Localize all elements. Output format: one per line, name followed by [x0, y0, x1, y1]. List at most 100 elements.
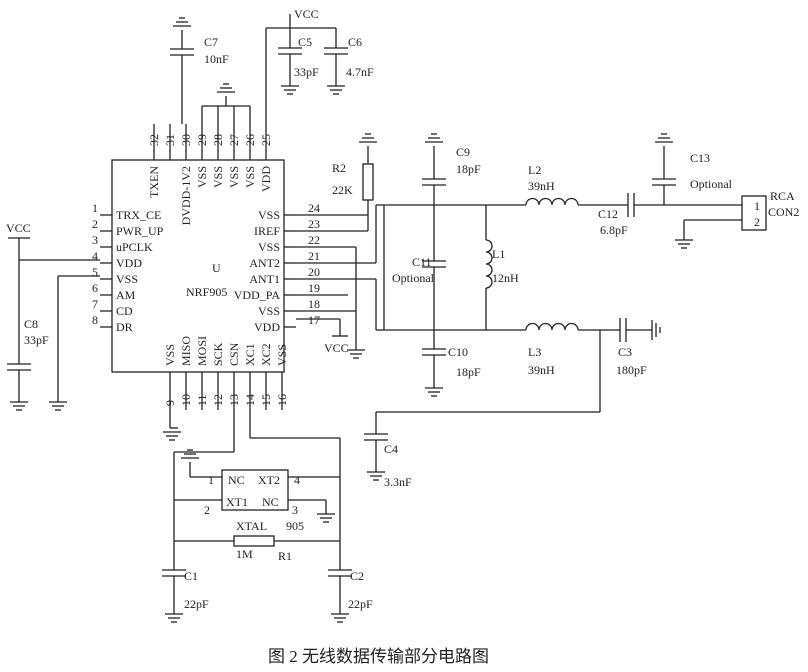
c9-value: 18pF	[456, 162, 481, 176]
c8-value: 33pF	[24, 333, 49, 347]
pin-name: VSS	[195, 166, 209, 188]
pin-number: 7	[92, 297, 98, 311]
pin-number: 30	[179, 134, 193, 146]
c12-value: 6.8pF	[600, 223, 628, 237]
pin-name: CD	[116, 304, 133, 318]
vcc-top-label: VCC	[294, 7, 319, 21]
pin-name: VDD	[259, 166, 273, 192]
pin-name: ANT1	[249, 272, 280, 286]
c11-value: Optional	[392, 271, 435, 285]
c4-ref: C4	[384, 442, 398, 456]
pin-number: 12	[211, 394, 225, 406]
pin-number: 20	[308, 265, 320, 279]
xtal-pin3: 3	[292, 503, 298, 517]
pin-name: IREF	[254, 224, 280, 238]
pin-number: 15	[259, 394, 273, 406]
pin-number: 29	[195, 134, 209, 146]
c5-value: 33pF	[294, 65, 319, 79]
pin-name: ANT2	[249, 256, 280, 270]
pin-number: 5	[92, 265, 98, 279]
ic-part-label: NRF905	[186, 285, 227, 299]
pin-name: VSS	[258, 240, 280, 254]
rca-pin2: 2	[754, 215, 760, 229]
c1-value: 22pF	[184, 597, 209, 611]
pin-number: 24	[308, 201, 320, 215]
c13-value: Optional	[690, 177, 733, 191]
l1-value: 12nH	[492, 271, 519, 285]
pin-number: 4	[92, 249, 98, 263]
ic-right-pins: 24VSS23IREF22VSS21ANT220ANT119VDD_PA18VS…	[234, 201, 320, 334]
pin-number: 25	[259, 134, 273, 146]
pin-number: 31	[163, 134, 177, 146]
c7-capacitor: C7 10nF	[169, 17, 229, 124]
c3-ref: C3	[618, 345, 632, 359]
pin-name: DVDD-1V2	[179, 166, 193, 225]
pin-name: VDD	[254, 320, 280, 334]
pin-name: VSS	[116, 272, 138, 286]
pin-name: AM	[116, 288, 136, 302]
c2-value: 22pF	[348, 597, 373, 611]
figure-caption: 图 2 无线数据传输部分电路图	[268, 647, 489, 666]
vcc-left-label: VCC	[6, 221, 31, 235]
pin-name: VSS	[275, 344, 289, 366]
pin-number: 32	[147, 134, 161, 146]
pin-number: 8	[92, 313, 98, 327]
pin-number: 22	[308, 233, 320, 247]
xtal-nc1: NC	[228, 473, 245, 487]
l3-ref: L3	[528, 345, 541, 359]
pin-number: 19	[308, 281, 320, 295]
rca-name: RCA	[770, 189, 795, 203]
pin-name: MISO	[179, 336, 193, 366]
ic-bottom-pins: 9VSS10MISO11MOSI12SCK13CSN14XC115XC216VS…	[163, 336, 289, 410]
pin-number: 11	[195, 394, 209, 406]
c10-ref: C10	[448, 345, 468, 359]
pin-number: 14	[243, 394, 257, 406]
pin-number: 16	[275, 394, 289, 406]
pin-number: 9	[163, 400, 177, 406]
pin-number: 3	[92, 233, 98, 247]
xtal-nc2: NC	[262, 495, 279, 509]
rf-matching-network: C9 18pF C11 Optional C10 18pF L1 12nH L2…	[363, 133, 742, 489]
c6-value: 4.7nF	[346, 65, 374, 79]
right-pin-nets: R2 22K VCC	[296, 133, 384, 359]
xtal-pin2: 2	[204, 503, 210, 517]
rca-part: CON2	[768, 205, 799, 219]
c9-ref: C9	[456, 145, 470, 159]
pin-number: 13	[227, 394, 241, 406]
pin-number: 10	[179, 394, 193, 406]
pin-number: 23	[308, 217, 320, 231]
pin-name: uPCLK	[116, 240, 153, 254]
pin-number: 17	[308, 313, 320, 327]
pin-name: XC2	[259, 343, 273, 366]
ic-ref-label: U	[212, 261, 221, 275]
c4-value: 3.3nF	[384, 475, 412, 489]
c11-ref: C11	[412, 255, 432, 269]
left-vcc-net: VCC C8 33pF	[6, 221, 100, 411]
pin-name: VSS	[227, 166, 241, 188]
l1-ref: L1	[492, 247, 505, 261]
r1-ref: R1	[278, 549, 292, 563]
r1-value: 1M	[236, 547, 253, 561]
pin-name: TXEN	[147, 166, 161, 198]
c10-value: 18pF	[456, 365, 481, 379]
r2-value: 22K	[332, 183, 353, 197]
xtal-pin4: 4	[294, 473, 300, 487]
pin-name: VSS	[258, 304, 280, 318]
pin-name: VDD	[116, 256, 142, 270]
pin-name: TRX_CE	[116, 208, 161, 222]
pin-name: XC1	[243, 343, 257, 366]
pin-number: 28	[211, 134, 225, 146]
rca-pin1: 1	[754, 199, 760, 213]
c7-ref: C7	[204, 35, 218, 49]
xtal-pin1: 1	[208, 473, 214, 487]
l3-value: 39nH	[528, 363, 555, 377]
top-vcc-net: VCC C5 33pF C6 4.7nF	[265, 7, 374, 124]
pin-name: DR	[116, 320, 133, 334]
xtal-name: XTAL	[236, 519, 267, 533]
c2-ref: C2	[350, 569, 364, 583]
l2-value: 39nH	[528, 179, 555, 193]
pin-name: VSS	[211, 166, 225, 188]
pin-number: 1	[92, 201, 98, 215]
